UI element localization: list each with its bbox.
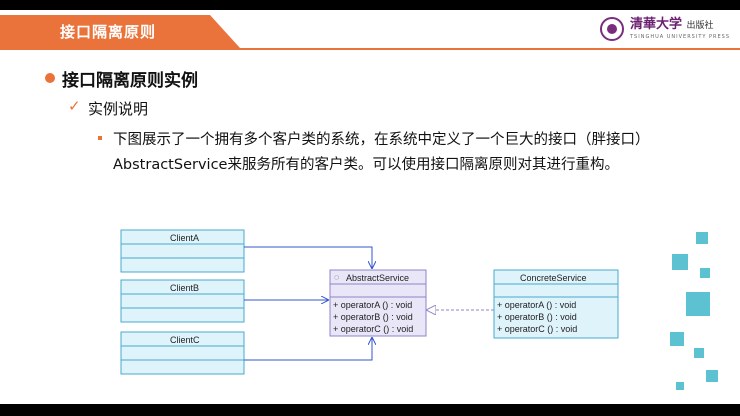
section-heading: 接口隔离原则实例: [62, 71, 198, 91]
header-tab: [0, 15, 240, 48]
abstract-method-c: + operatorC () : void: [333, 324, 413, 334]
concrete-method-b: + operatorB () : void: [497, 312, 577, 322]
slide: 接口隔离原则 清華大学 出版社 TSINGHUA UNIVERSITY PRES…: [0, 10, 740, 404]
abstract-service-name: AbstractService: [346, 273, 409, 283]
square-bullet-icon: [98, 136, 102, 140]
abstract-method-b: + operatorB () : void: [333, 312, 413, 322]
assoc-client-a: [244, 246, 372, 268]
logo-cn-name: 清華大学: [630, 17, 683, 32]
decor-square: [686, 292, 710, 316]
decor-square: [694, 348, 704, 358]
decor-square: [676, 382, 684, 390]
publisher-logo: 清華大学 出版社 TSINGHUA UNIVERSITY PRESS: [600, 14, 730, 44]
client-c-name: ClientC: [170, 335, 200, 345]
decor-square: [696, 232, 708, 244]
class-client-a: ClientA: [120, 229, 245, 273]
concrete-method-a: + operatorA () : void: [497, 300, 576, 310]
header-title: 接口隔离原则: [60, 23, 157, 41]
client-b-name: ClientB: [170, 283, 199, 293]
interface-abstract-service: ◌ AbstractService + operatorA () : void …: [329, 269, 427, 337]
concrete-method-c: + operatorC () : void: [497, 324, 577, 334]
client-a-name: ClientA: [170, 233, 199, 243]
concrete-service-name: ConcreteService: [520, 273, 587, 283]
section-subheading: 实例说明: [88, 100, 149, 118]
checkmark-icon: ✓: [68, 97, 81, 115]
svg-text:◌: ◌: [334, 272, 339, 282]
logo-en-name: TSINGHUA UNIVERSITY PRESS: [630, 34, 731, 40]
class-client-c: ClientC: [120, 331, 245, 375]
decor-square: [670, 332, 684, 346]
letterbox-top: [0, 0, 740, 10]
assoc-client-c: [244, 338, 372, 361]
decor-square: [700, 268, 710, 278]
uml-diagram: ClientA ClientB ClientC ◌ AbstractServic…: [120, 229, 619, 375]
header-divider: [0, 48, 740, 50]
decor-square: [672, 254, 688, 270]
tsinghua-seal-icon: [600, 17, 624, 41]
bullet-dot-icon: [45, 73, 55, 83]
abstract-method-a: + operatorA () : void: [333, 300, 412, 310]
letterbox-bottom: [0, 404, 740, 416]
decor-square: [706, 370, 718, 382]
class-concrete-service: ConcreteService + operatorA () : void + …: [493, 269, 619, 339]
logo-cn-suffix: 出版社: [686, 21, 714, 31]
description-paragraph: 下图展示了一个拥有多个客户类的系统，在系统中定义了一个巨大的接口（胖接口）Abs…: [113, 132, 650, 173]
class-client-b: ClientB: [120, 279, 245, 323]
